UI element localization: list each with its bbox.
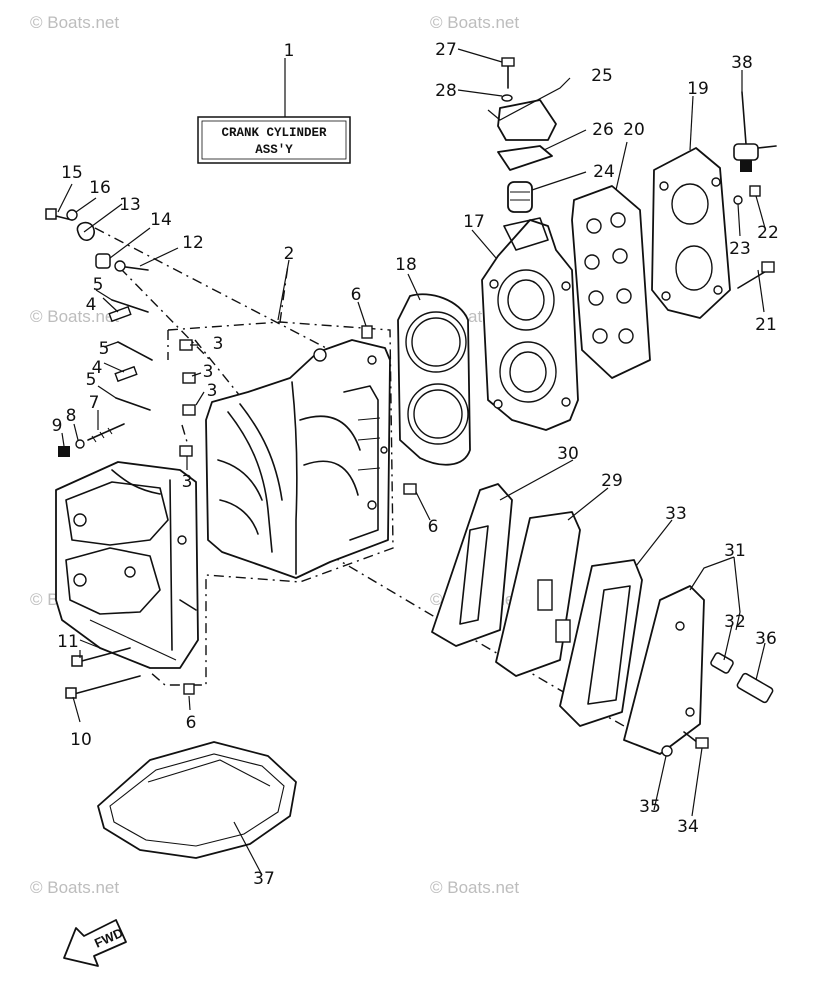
callout-13: 13 (119, 195, 141, 215)
callout-36: 36 (755, 629, 777, 649)
callout-23: 23 (729, 239, 751, 259)
callout-24: 24 (593, 162, 615, 182)
exhaust-plate-group (431, 483, 705, 755)
callout-28: 28 (435, 81, 457, 101)
callout-3-c: 3 (207, 381, 218, 401)
callout-6-c: 6 (186, 713, 197, 733)
title-line-1: CRANK CYLINDER (221, 126, 327, 140)
anode-group (661, 652, 774, 757)
callout-18: 18 (395, 255, 417, 275)
callouts: 1 2 3 3 3 3 4 4 5 5 5 6 6 6 7 8 9 10 11 … (52, 40, 779, 889)
callout-34: 34 (677, 817, 699, 837)
hardware-left (45, 208, 417, 699)
callout-12: 12 (182, 233, 204, 253)
cylinder-head (481, 217, 579, 431)
head-gasket (397, 293, 471, 466)
leader-lines (57, 48, 766, 876)
callout-6-b: 6 (428, 517, 439, 537)
callout-3-b: 3 (203, 362, 214, 382)
callout-10: 10 (70, 730, 92, 750)
callout-4-b: 4 (92, 358, 103, 378)
callout-33: 33 (665, 504, 687, 524)
watermark-top-left: © Boats.net (30, 13, 119, 32)
callout-19: 19 (687, 79, 709, 99)
watermark-top-right: © Boats.net (430, 13, 519, 32)
crankcase-block (205, 339, 391, 579)
callout-1: 1 (284, 41, 295, 61)
callout-2: 2 (284, 244, 295, 264)
watermark-bottom-right: © Boats.net (430, 878, 519, 897)
head-cover-gasket (571, 185, 651, 379)
thermostat-group (497, 57, 557, 213)
callout-27: 27 (435, 40, 457, 60)
callout-5-c: 5 (86, 370, 97, 390)
callout-30: 30 (557, 444, 579, 464)
callout-22: 22 (757, 223, 779, 243)
callout-5-a: 5 (93, 275, 104, 295)
temp-sender-group (733, 91, 777, 289)
callout-25: 25 (591, 66, 613, 86)
crankcase-half (55, 461, 199, 669)
callout-32: 32 (724, 612, 746, 632)
callout-29: 29 (601, 471, 623, 491)
callout-21: 21 (755, 315, 777, 335)
callout-3-d: 3 (182, 472, 193, 492)
callout-14: 14 (150, 210, 172, 230)
callout-6-a: 6 (351, 285, 362, 305)
callout-31: 31 (724, 541, 746, 561)
callout-20: 20 (623, 120, 645, 140)
callout-37: 37 (253, 869, 275, 889)
watermark-bottom-left: © Boats.net (30, 878, 119, 897)
base-gasket (97, 741, 297, 859)
callout-38: 38 (731, 53, 753, 73)
callout-35: 35 (639, 797, 661, 817)
callout-3-a: 3 (213, 334, 224, 354)
callout-15: 15 (61, 163, 83, 183)
callout-11: 11 (57, 632, 79, 652)
callout-26: 26 (592, 120, 614, 140)
title-line-2: ASS'Y (255, 143, 293, 157)
callout-17: 17 (463, 212, 485, 232)
watermark-mid-left: © Boats.net (30, 307, 119, 326)
callout-9: 9 (52, 416, 63, 436)
head-cover (651, 147, 731, 319)
forward-arrow: FWD (63, 919, 127, 967)
callout-16: 16 (89, 178, 111, 198)
callout-5-b: 5 (99, 339, 110, 359)
assembly-title-box: CRANK CYLINDER ASS'Y (197, 116, 351, 164)
callout-4-a: 4 (86, 295, 97, 315)
callout-8: 8 (66, 406, 77, 426)
callout-7: 7 (89, 393, 100, 413)
